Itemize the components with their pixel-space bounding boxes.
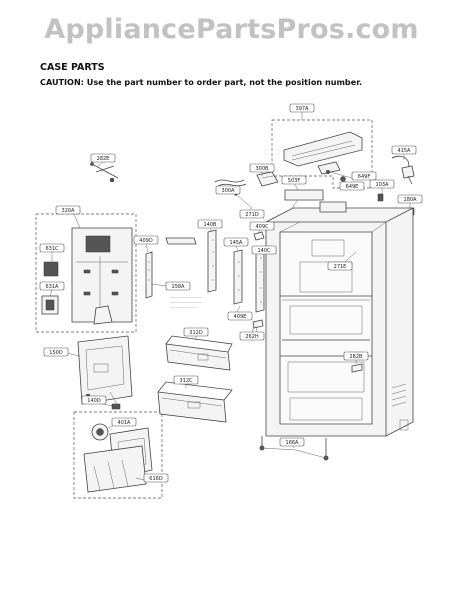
svg-text:262H: 262H: [245, 334, 259, 340]
callout-631a: 631A: [39, 281, 65, 291]
callout-409d: 409D: [133, 235, 159, 245]
svg-text:397A: 397A: [296, 106, 310, 112]
callout-282e: 282E: [90, 153, 116, 163]
svg-text:649F: 649F: [358, 174, 371, 180]
svg-text:401A: 401A: [118, 420, 132, 426]
svg-text:150D: 150D: [49, 350, 63, 356]
svg-text:103A: 103A: [376, 182, 390, 188]
wire-clip-282e: [90, 162, 119, 183]
callout-300a: 300A: [215, 185, 241, 195]
section-heading: CASE PARTS: [40, 62, 105, 73]
svg-text:282B: 282B: [350, 354, 364, 360]
svg-text:409D: 409D: [139, 238, 153, 244]
svg-text:312C: 312C: [179, 378, 193, 384]
dispenser-lower-box: [73, 411, 163, 499]
dispenser-housing: [77, 335, 133, 410]
screw-parts: [252, 231, 363, 373]
callout-145a: 145A: [223, 237, 249, 247]
svg-text:282E: 282E: [97, 156, 110, 162]
callout-103a: 103A: [369, 179, 395, 189]
callout-649f: 649F: [351, 171, 377, 181]
watermark: AppliancePartsPros.com: [44, 14, 419, 45]
svg-text:320A: 320A: [62, 208, 76, 214]
door-switch-415a: [391, 155, 415, 185]
callout-320a: 320A: [55, 205, 81, 215]
svg-text:145A: 145A: [230, 240, 244, 246]
door-bin-312c: [157, 381, 233, 423]
svg-text:271E: 271E: [334, 264, 347, 270]
callout-140d: 140D: [81, 395, 107, 405]
callout-271e: 271E: [327, 261, 353, 271]
hinge-cover-part: [256, 171, 279, 187]
callout-401a: 401A: [111, 417, 137, 427]
hinge-top-part: [284, 189, 324, 209]
trim-strips: [145, 229, 265, 313]
svg-text:..............................: ..............................: [170, 295, 202, 299]
callout-649e: 649E: [339, 181, 365, 191]
callout-150d: 150D: [43, 347, 69, 357]
callout-503f: 503F: [281, 175, 307, 185]
svg-text:140B: 140B: [204, 222, 218, 228]
callout-409c: 409C: [249, 221, 275, 231]
callout-180a: 180A: [397, 194, 423, 204]
svg-text:503F: 503F: [288, 178, 301, 184]
svg-text:649E: 649E: [346, 184, 359, 190]
callout-415a: 415A: [391, 145, 417, 155]
svg-text:409E: 409E: [234, 314, 247, 320]
callout-140b: 140B: [197, 219, 223, 229]
callout-312c: 312C: [173, 375, 199, 385]
callout-631c: 631C: [39, 243, 65, 253]
svg-text:140C: 140C: [257, 248, 271, 254]
callout-616d: 616D: [143, 473, 169, 483]
svg-text:..............................: ..............................: [170, 300, 202, 304]
svg-text:631A: 631A: [46, 284, 60, 290]
spec-note: .............................. .........…: [170, 295, 202, 309]
svg-text:........................: ........................: [170, 305, 196, 309]
refrigerator-cabinet: [259, 201, 414, 461]
callout-312d: 312D: [183, 327, 209, 337]
callout-158a: 158A: [165, 281, 191, 291]
display-panel-box: [35, 213, 137, 333]
callout-409e: 409E: [227, 311, 253, 321]
svg-text:300A: 300A: [222, 188, 236, 194]
svg-text:415A: 415A: [398, 148, 412, 154]
callout-166a: 166A: [279, 437, 305, 447]
svg-text:158A: 158A: [172, 284, 186, 290]
svg-text:616D: 616D: [149, 476, 163, 482]
svg-text:409C: 409C: [255, 224, 269, 230]
callout-397a: 397A: [289, 103, 315, 113]
svg-text:166A: 166A: [286, 440, 300, 446]
callout-271d: 271D: [239, 209, 265, 219]
svg-text:312D: 312D: [189, 330, 203, 336]
svg-text:631C: 631C: [45, 246, 59, 252]
callout-282b: 282B: [343, 351, 369, 361]
svg-text:271D: 271D: [245, 212, 259, 218]
callout-140c: 140C: [251, 245, 277, 255]
door-bin-312d: [165, 335, 233, 371]
svg-text:300B: 300B: [256, 166, 270, 172]
callout-300b: 300B: [249, 163, 275, 173]
svg-text:140D: 140D: [87, 398, 101, 404]
svg-text:180A: 180A: [404, 197, 418, 203]
caution-note: CAUTION: Use the part number to order pa…: [40, 77, 363, 87]
callout-262h: 262H: [239, 331, 265, 341]
